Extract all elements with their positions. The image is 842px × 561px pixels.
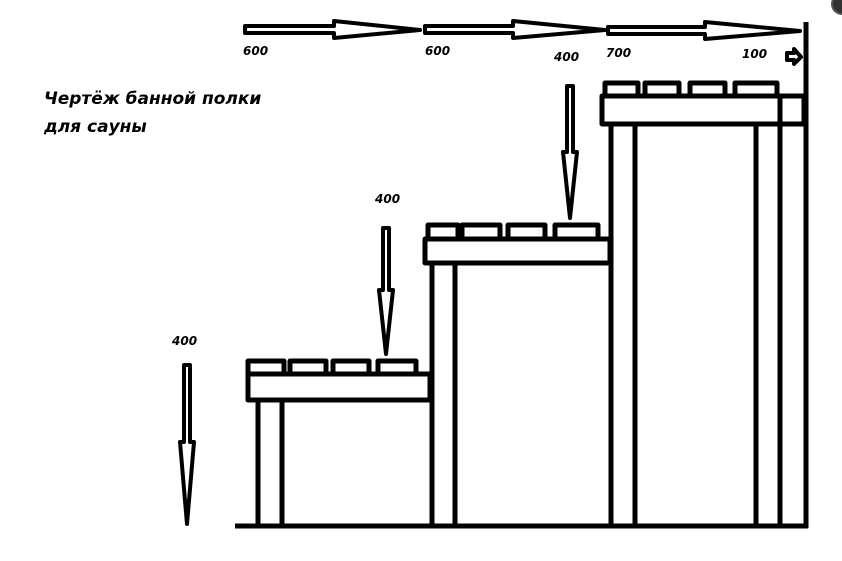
dim-arrow-horizontal	[423, 19, 607, 40]
dim-arrow-vertical	[178, 363, 196, 526]
tier-3	[599, 80, 807, 526]
dim-label: 700	[606, 46, 632, 60]
dim-label: 400	[554, 50, 580, 64]
title-line-1: Чертёж банной полки	[44, 89, 262, 109]
tier-2	[422, 222, 613, 526]
dim-arrow-horizontal	[243, 19, 422, 40]
dim-label: 400	[375, 192, 401, 206]
dim-label: 600	[243, 44, 269, 58]
dim-label: 100	[742, 47, 768, 61]
dim-arrow-horizontal	[606, 20, 802, 41]
dim-label: 600	[425, 44, 451, 58]
corner-mark	[831, 0, 842, 15]
tier-1	[245, 358, 433, 526]
dim-arrow-vertical	[377, 226, 395, 356]
dim-label: 400	[172, 334, 198, 348]
dim-arrow-small	[785, 47, 803, 66]
title-line-2: для сауны	[44, 117, 147, 137]
dim-arrow-vertical	[561, 84, 579, 220]
drawing-title: Чертёж банной полки для сауны	[44, 85, 261, 141]
